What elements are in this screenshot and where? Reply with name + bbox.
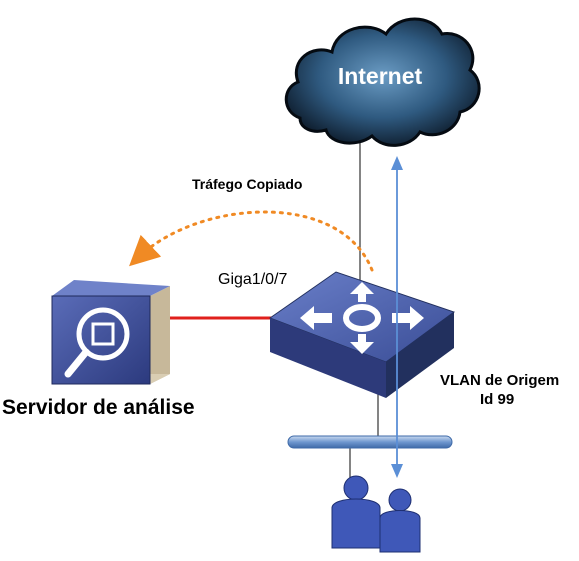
vlan-bus <box>287 435 453 449</box>
analysis-server-icon <box>51 280 170 385</box>
users-icon <box>331 475 421 553</box>
vlan-label-line1: VLAN de Origem <box>440 372 560 389</box>
copied-traffic-arrow <box>129 210 374 272</box>
vlan-traffic-arrow <box>391 156 403 478</box>
switch-icon <box>268 271 456 398</box>
cloud-label: Internet <box>338 63 423 89</box>
cloud-icon <box>284 17 481 147</box>
port-label: Giga1/0/7 <box>218 271 288 288</box>
copied-traffic-label: Tráfego Copiado <box>192 176 303 192</box>
server-label: Servidor de análise <box>2 396 195 419</box>
magnifier-icon <box>76 307 130 361</box>
vlan-label-line2: Id 99 <box>480 391 515 408</box>
